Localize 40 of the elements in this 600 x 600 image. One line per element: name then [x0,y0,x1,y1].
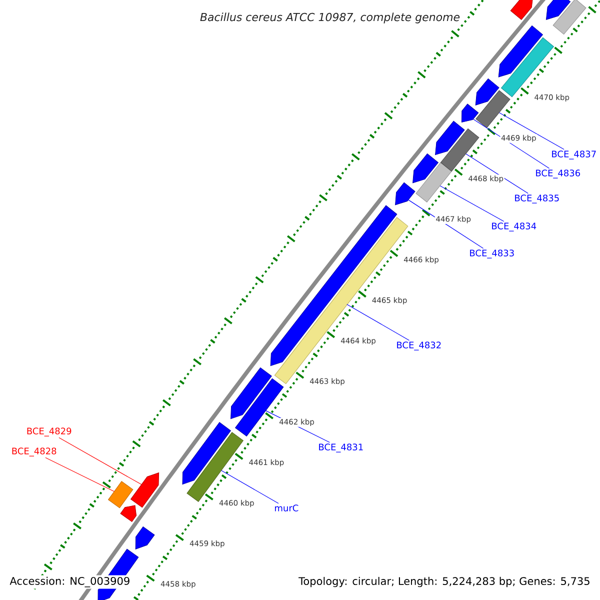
feature-bar [416,162,452,202]
genome-stats-text: Topology: circular; Length: 5,224,283 bp; Genes: 5,735 [297,575,592,589]
gene-feature [395,182,416,206]
gene-feature [435,120,465,156]
gene-feature [135,526,155,550]
leader-line [58,437,142,485]
gene-label: murC [275,504,298,512]
gene-label: BCE_4835 [515,194,559,204]
gene-feature [461,104,479,122]
gene-label: BCE_4834 [492,222,536,232]
feature-bar [476,90,510,128]
gene-label: BCE_4836 [536,170,580,178]
gene-label: BCE_4829 [27,428,72,436]
gene-feature [546,0,571,20]
gene-feature [498,25,543,78]
leader-line [346,304,410,341]
gene-label: BCE_4831 [319,444,363,452]
gene-feature [475,78,500,106]
gene-box [108,481,134,508]
gene-feature [130,472,160,508]
gene-label: BCE_4828 [12,448,56,456]
leader-line [408,200,484,249]
gene-feature [120,505,137,522]
leader-line [473,118,550,169]
feature-bar [552,0,586,35]
leader-line [499,112,564,150]
gene-feature [230,367,272,420]
title: Bacillus cereus ATCC 10987, complete genome [198,11,462,25]
gene-label: BCE_4833 [470,250,514,258]
gene-feature [412,153,438,184]
feature-bar [440,128,480,172]
leader-line [45,457,114,492]
gene-feature [182,422,231,485]
leader-line [440,186,504,222]
gene-label: BCE_4837 [552,150,596,160]
accession-text: Accession: NC_003909 [8,575,132,589]
gene-feature [510,0,534,20]
leader-line [466,154,528,194]
gene-label: BCE_4832 [397,342,441,350]
leader-line [221,470,279,504]
